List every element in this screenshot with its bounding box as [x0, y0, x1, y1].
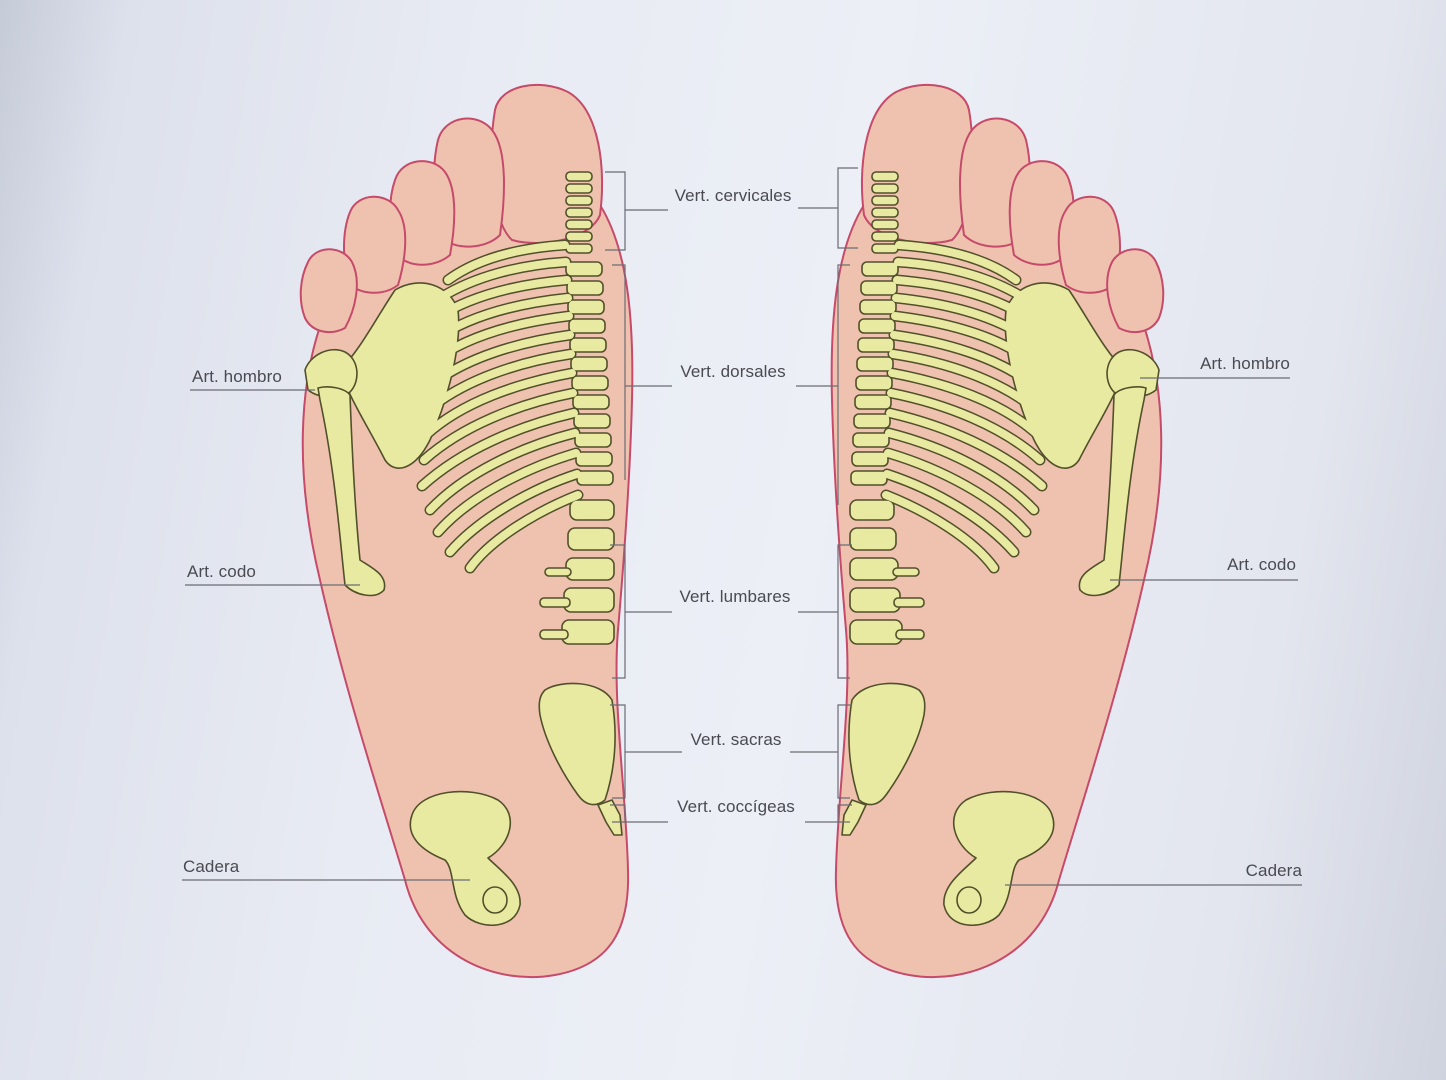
label-elbow-left: Art. codo: [187, 562, 256, 581]
label-shoulder-left: Art. hombro: [192, 367, 282, 386]
label-lumbar-vertebrae: Vert. lumbares: [679, 587, 791, 606]
label-coccygeal-vertebrae: Vert. coccígeas: [677, 797, 795, 816]
label-hip-left: Cadera: [183, 857, 240, 876]
label-sacral-vertebrae: Vert. sacras: [690, 730, 782, 749]
rib-highlights: [418, 241, 1042, 572]
label-shoulder-right: Art. hombro: [1200, 354, 1290, 373]
leader-lines: [182, 167, 1302, 886]
label-cervical-vertebrae: Vert. cervicales: [674, 186, 792, 205]
label-dorsal-vertebrae: Vert. dorsales: [680, 362, 786, 381]
label-hip-right: Cadera: [1245, 861, 1302, 880]
label-elbow-right: Art. codo: [1227, 555, 1296, 574]
